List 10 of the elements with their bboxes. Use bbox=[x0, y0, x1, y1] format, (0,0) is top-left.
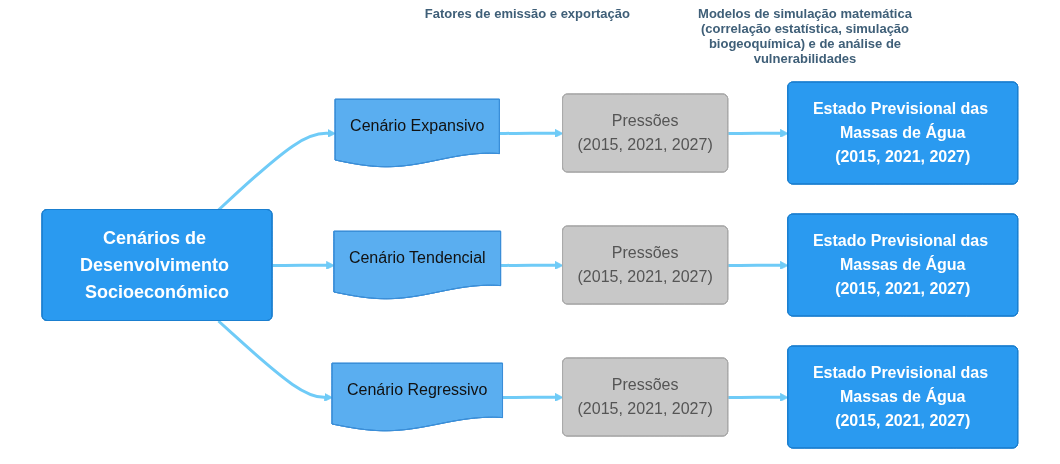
arrow bbox=[501, 260, 564, 270]
arrow bbox=[272, 261, 335, 270]
arrow bbox=[728, 260, 789, 270]
annotation-text: Fatores de emissão e exportação bbox=[424, 6, 630, 23]
arrow bbox=[728, 392, 789, 402]
arrow bbox=[728, 128, 789, 138]
annotation-text: Modelos de simulação matemática (correlação estatística, simulação biogeoquímica) e de análise de vulnerabilidades bbox=[697, 6, 913, 66]
arrow bbox=[503, 392, 564, 402]
arrow bbox=[500, 128, 564, 138]
arrow bbox=[217, 319, 334, 402]
